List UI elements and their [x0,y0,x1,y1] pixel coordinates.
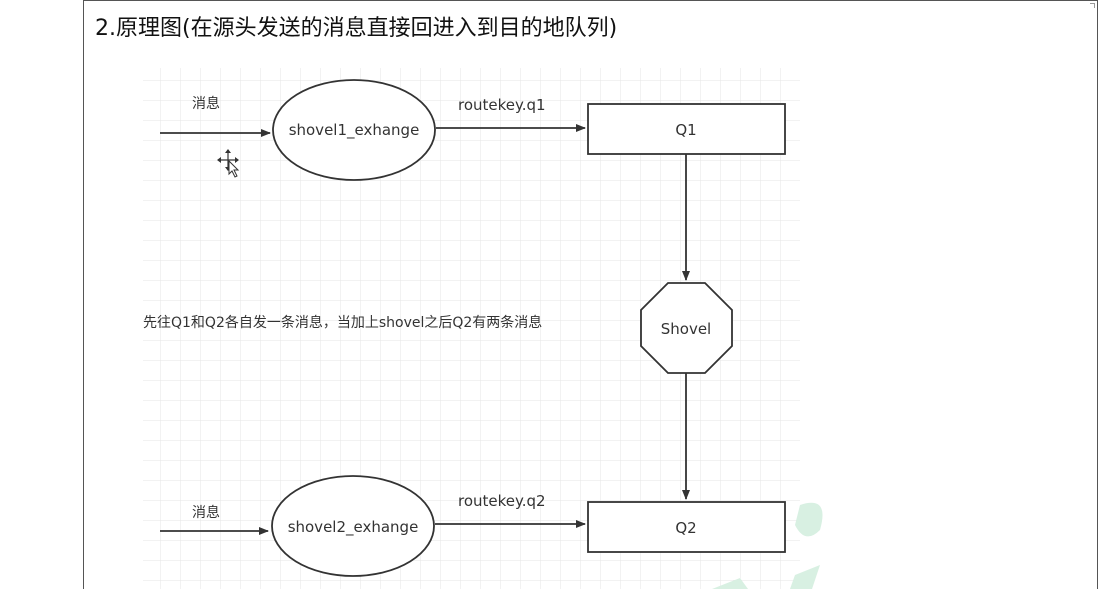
input-label-1: 消息 [192,95,220,112]
watermark-leaf [790,565,820,589]
section-heading: 2.原理图(在源头发送的消息直接回进入到目的地队列) [95,16,618,41]
shovel-node [640,282,733,374]
input-label-2: 消息 [192,504,220,521]
watermark-leaf [712,578,748,589]
queue-node-2 [587,501,786,553]
routekey-label-2: routekey.q2 [458,492,546,510]
queue-label-1: Q1 [675,121,696,139]
corner-mark [1090,3,1095,8]
exchange-label-2: shovel2_exhange [288,518,419,537]
explanation-note: 先往Q1和Q2各自发一条消息，当加上shovel之后Q2有两条消息 [143,314,542,331]
exchange-label-1: shovel1_exhange [289,121,420,140]
exchange-node-1 [272,79,436,181]
move-cursor-icon [217,149,240,178]
queue-node-1 [587,103,786,155]
watermark-leaf [795,502,823,537]
queue-label-2: Q2 [675,519,696,537]
exchange-node-2 [271,475,435,577]
routekey-label-1: routekey.q1 [458,96,546,114]
shovel-label: Shovel [661,320,711,338]
